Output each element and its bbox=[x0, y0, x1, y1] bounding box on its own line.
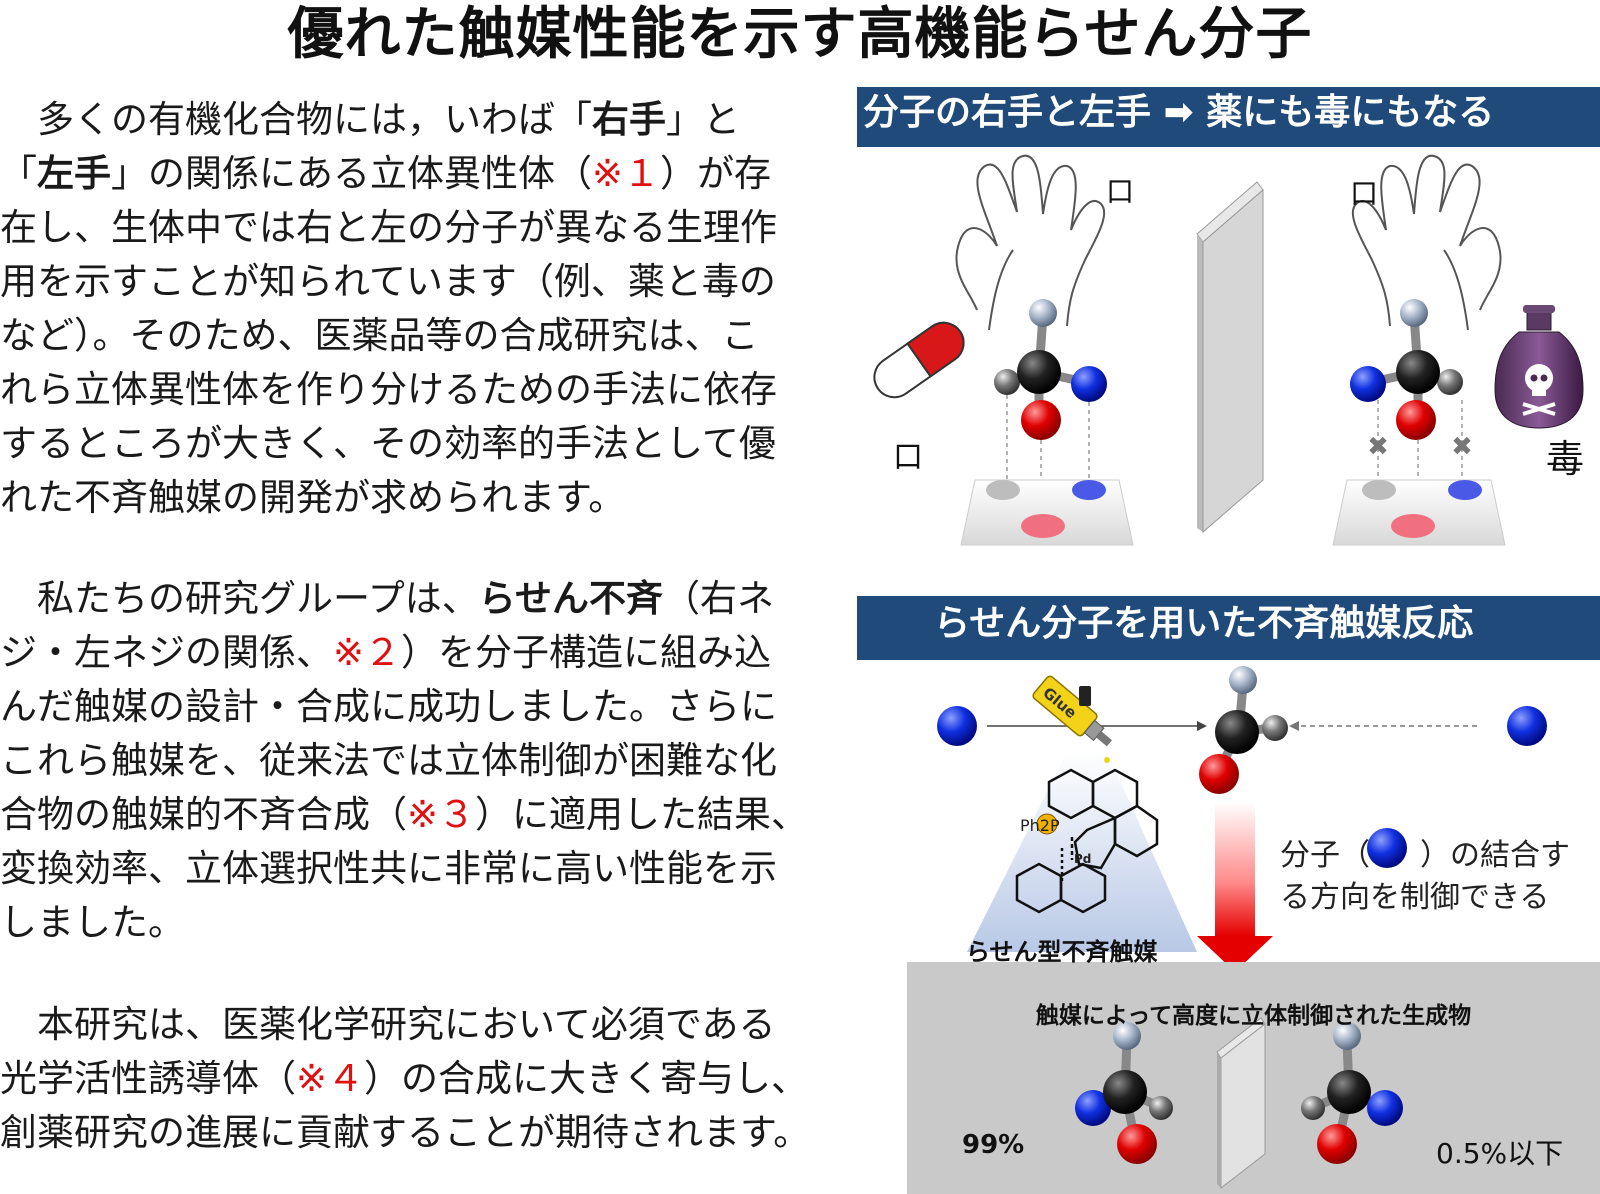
poison-label: 毒 bbox=[1546, 437, 1585, 481]
catalyst-label: らせん型不斉触媒 bbox=[966, 938, 1158, 966]
paragraph-line: するところが大きく、その効率的手法として優 bbox=[0, 417, 850, 471]
phosphorus-atom bbox=[1036, 813, 1058, 835]
paragraph-line: 光学活性誘導体（※４）の合成に大きく寄与し、 bbox=[0, 1052, 850, 1106]
text-run: れら立体異性体を作り分けるための手法に依存 bbox=[0, 368, 777, 411]
paragraph-line: 「左手」の関係にある立体異性体（※１）が存 bbox=[0, 147, 850, 201]
paragraph-line: 在し、生体中では右と左の分子が異なる生理作 bbox=[0, 201, 850, 255]
text-run: これら触媒を、従来法では立体制御が困難な化 bbox=[0, 739, 777, 782]
body-paragraph-1: 多くの有機化合物には，いわば「右手」と「左手」の関係にある立体異性体（※１）が存… bbox=[0, 93, 850, 525]
result-mirror bbox=[1216, 1017, 1266, 1190]
control-text-line1b: ）の結合す bbox=[1420, 838, 1570, 873]
paragraph-line: 創薬研究の進展に貢献することが期待されます。 bbox=[0, 1106, 850, 1160]
text-run: 本研究は、医薬化学研究において必須である bbox=[0, 1003, 776, 1046]
control-text-line2: る方向を制御できる bbox=[1280, 880, 1550, 915]
paragraph-line: など）。そのため、医薬品等の合成研究は、こ bbox=[0, 309, 850, 363]
note-reference: ※２ bbox=[333, 631, 402, 674]
note-reference: ※１ bbox=[592, 152, 661, 195]
panel-header-chirality: 分子の右手と左手 ➡ 薬にも毒にもなる bbox=[857, 87, 1600, 147]
control-text-line1: 分子（ bbox=[1280, 838, 1370, 873]
text-run: しました。 bbox=[0, 901, 185, 944]
text-run: 多くの有機化合物には，いわば「 bbox=[0, 98, 592, 141]
right-hand-outline bbox=[955, 154, 1106, 331]
body-paragraph-2: 私たちの研究グループは、らせん不斉（右ネジ・左ネジの関係、※２）を分子構造に組み… bbox=[0, 572, 850, 950]
text-run: んだ触媒の設計・合成に成功しました。さらに bbox=[0, 685, 777, 728]
text-run: 私たちの研究グループは、 bbox=[0, 577, 479, 620]
text-run: 「 bbox=[0, 152, 37, 195]
text-run: 在し、生体中では右と左の分子が異なる生理作 bbox=[0, 206, 777, 249]
mirror-plane bbox=[1196, 181, 1264, 534]
emphasis-text: らせん不斉 bbox=[478, 577, 664, 620]
hand-mark-right: 口 bbox=[1350, 177, 1379, 210]
note-reference: ※３ bbox=[407, 793, 476, 836]
right-molecule: ✖ ✖ bbox=[1332, 299, 1506, 546]
blue-atom-right bbox=[1507, 706, 1547, 746]
major-percentage: 99% bbox=[962, 1130, 1025, 1160]
left-hand-outline bbox=[1351, 154, 1502, 331]
paragraph-line: 本研究は、医薬化学研究において必須である bbox=[0, 998, 850, 1052]
result-title: 触媒によって高度に立体制御された生成物 bbox=[1035, 1003, 1472, 1029]
text-run: ）を分子構造に組み込 bbox=[401, 631, 772, 674]
drug-label: 口 bbox=[893, 440, 923, 475]
blue-atom-left bbox=[937, 706, 977, 746]
svg-text:✖: ✖ bbox=[1367, 432, 1389, 462]
left-molecule bbox=[960, 299, 1134, 546]
poison-bottle-icon bbox=[1494, 305, 1584, 429]
paragraph-line: れた不斉触媒の開発が求められます。 bbox=[0, 471, 850, 525]
capsule-icon bbox=[873, 321, 965, 399]
paragraph-line: 多くの有機化合物には，いわば「右手」と bbox=[0, 93, 850, 147]
spotlight-cone bbox=[967, 752, 1197, 952]
text-run: など）。そのため、医薬品等の合成研究は、こ bbox=[0, 314, 759, 357]
glue-tube-icon: Glue bbox=[1032, 675, 1113, 747]
minor-enantiomer bbox=[1301, 1022, 1403, 1164]
note-reference: ※４ bbox=[296, 1057, 365, 1100]
body-paragraph-3: 本研究は、医薬化学研究において必須である光学活性誘導体（※４）の合成に大きく寄与… bbox=[0, 998, 850, 1160]
text-run: するところが大きく、その効率的手法として優 bbox=[0, 422, 776, 465]
text-run: ジ・左ネジの関係、 bbox=[0, 631, 333, 674]
paragraph-line: ジ・左ネジの関係、※２）を分子構造に組み込 bbox=[0, 626, 850, 680]
major-enantiomer bbox=[1075, 1022, 1173, 1164]
page-title: 優れた触媒性能を示す高機能らせん分子 bbox=[287, 2, 1313, 67]
reaction-arrow-shaft bbox=[1215, 802, 1255, 936]
paragraph-line: これら触媒を、従来法では立体制御が困難な化 bbox=[0, 734, 850, 788]
blue-atom-inline bbox=[1367, 828, 1407, 868]
text-run: 変換効率、立体選択性共に非常に高い性能を示 bbox=[0, 847, 777, 890]
paragraph-line: んだ触媒の設計・合成に成功しました。さらに bbox=[0, 680, 850, 734]
reaction-arrow-head bbox=[1197, 936, 1273, 972]
text-run: 創薬研究の進展に貢献することが期待されます。 bbox=[0, 1111, 811, 1154]
paragraph-line: れら立体異性体を作り分けるための手法に依存 bbox=[0, 363, 850, 417]
paragraph-line: 合物の触媒的不斉合成（※３）に適用した結果、 bbox=[0, 788, 850, 842]
text-run: ）が存 bbox=[660, 152, 772, 195]
product-molecule-top bbox=[1199, 666, 1288, 794]
text-run: （右ネ bbox=[663, 577, 775, 620]
hand-mark-left: 口 bbox=[1106, 175, 1135, 208]
emphasis-text: 左手 bbox=[37, 152, 111, 195]
pd-label: Pd bbox=[1074, 852, 1092, 866]
text-run: ）の合成に大きく寄与し、 bbox=[364, 1057, 809, 1100]
text-run: 合物の触媒的不斉合成（ bbox=[0, 793, 407, 836]
paragraph-line: 用を示すことが知られています（例、薬と毒の bbox=[0, 255, 850, 309]
helicene-catalyst-structure bbox=[1015, 768, 1159, 914]
svg-text:✖: ✖ bbox=[1451, 432, 1473, 462]
catalysis-figure: Glue bbox=[907, 666, 1600, 1194]
paragraph-line: 私たちの研究グループは、らせん不斉（右ネ bbox=[0, 572, 850, 626]
paragraph-line: しました。 bbox=[0, 896, 850, 950]
text-run: 光学活性誘導体（ bbox=[0, 1057, 296, 1100]
emphasis-text: 右手 bbox=[592, 98, 666, 141]
minor-percentage: 0.5%以下 bbox=[1436, 1137, 1564, 1170]
glue-cap-icon bbox=[1079, 686, 1091, 706]
text-run: れた不斉触媒の開発が求められます。 bbox=[0, 476, 626, 519]
text-run: 」と bbox=[666, 98, 740, 141]
paragraph-line: 変換効率、立体選択性共に非常に高い性能を示 bbox=[0, 842, 850, 896]
text-run: ）に適用した結果、 bbox=[475, 793, 809, 836]
chirality-figure: ✖ ✖ bbox=[873, 154, 1584, 546]
panel-header-catalysis: らせん分子を用いた不斉触媒反応 bbox=[857, 596, 1600, 660]
ph2p-label: Ph2P bbox=[1020, 816, 1060, 835]
text-run: 」の関係にある立体異性体（ bbox=[111, 152, 592, 195]
text-run: 用を示すことが知られています（例、薬と毒の bbox=[0, 260, 776, 303]
